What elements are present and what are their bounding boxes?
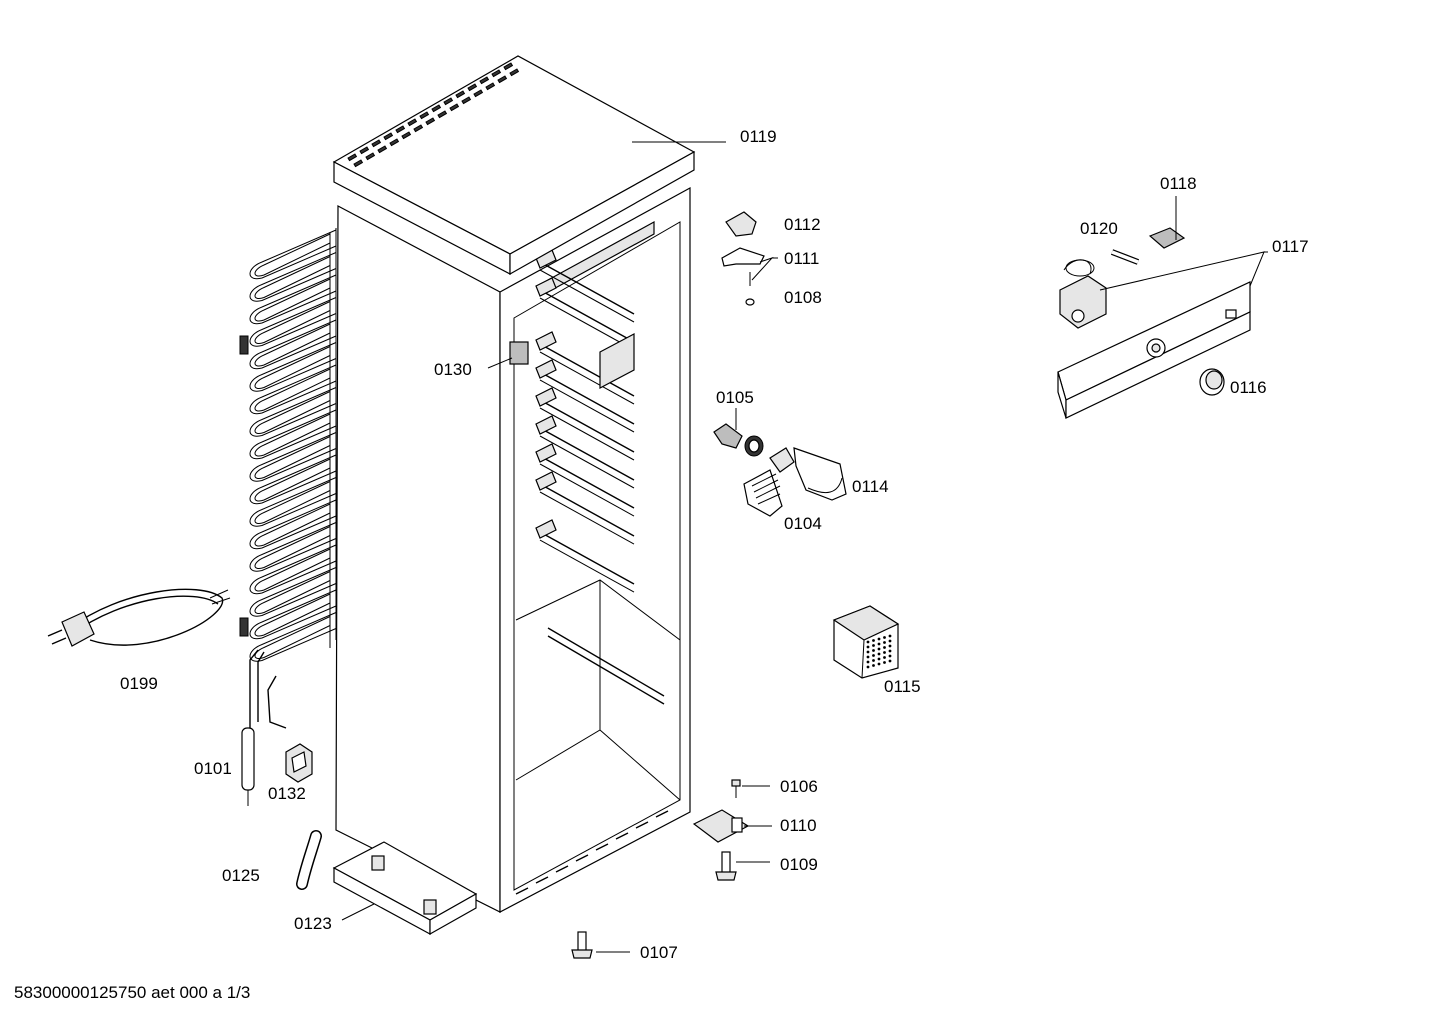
foot-0107 xyxy=(571,931,593,959)
label-0199: 0199 xyxy=(120,674,158,693)
label-0105: 0105 xyxy=(716,388,754,407)
lamp-assembly xyxy=(713,423,847,517)
label-0117: 0117 xyxy=(1272,237,1309,256)
label-0125: 0125 xyxy=(222,866,260,885)
base-plate xyxy=(332,841,478,936)
part-labels: 0119 0112 0111 0108 0130 0105 0114 0104 … xyxy=(120,127,1309,962)
label-0112: 0112 xyxy=(784,215,821,234)
label-0116: 0116 xyxy=(1230,378,1267,397)
bolt-0106 xyxy=(731,779,741,798)
hinge-cover-0112 xyxy=(725,211,757,237)
label-0104: 0104 xyxy=(784,514,822,533)
clip-part xyxy=(285,743,313,783)
document-id: 58300000125750 aet 000 a 1/3 xyxy=(14,983,250,1002)
label-0114: 0114 xyxy=(852,477,889,496)
label-0108: 0108 xyxy=(784,288,822,307)
foot-0109 xyxy=(715,851,737,881)
label-0109: 0109 xyxy=(780,855,818,874)
fan-cover xyxy=(832,605,900,679)
label-0118: 0118 xyxy=(1160,174,1197,193)
hinge-plate-0110 xyxy=(692,809,750,843)
label-0132: 0132 xyxy=(268,784,306,803)
leader-lines xyxy=(341,141,1268,953)
cabinet-body xyxy=(335,186,691,913)
label-0106: 0106 xyxy=(780,777,818,796)
label-0107: 0107 xyxy=(640,943,678,962)
drain-hose xyxy=(296,830,322,890)
top-cover xyxy=(332,55,696,276)
hinge-0111 xyxy=(721,247,765,306)
label-0120: 0120 xyxy=(1080,219,1118,238)
capillary-sensor xyxy=(241,727,255,806)
label-0110: 0110 xyxy=(780,816,817,835)
control-panel xyxy=(1057,227,1251,419)
condenser-coil xyxy=(239,228,337,729)
label-0101: 0101 xyxy=(194,759,232,778)
label-0130: 0130 xyxy=(434,360,472,379)
label-0119: 0119 xyxy=(740,127,777,146)
power-cord xyxy=(47,588,231,647)
label-0115: 0115 xyxy=(884,677,921,696)
label-0111: 0111 xyxy=(784,249,819,268)
label-0123: 0123 xyxy=(294,914,332,933)
